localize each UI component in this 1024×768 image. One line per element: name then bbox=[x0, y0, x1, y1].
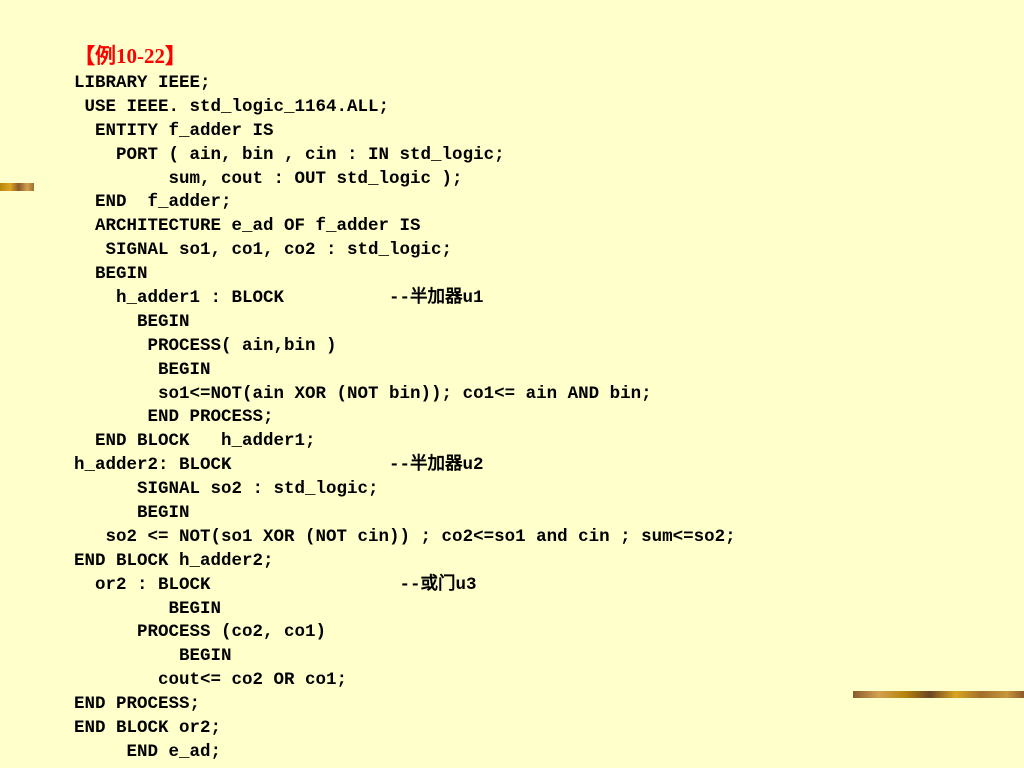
code-line: BEGIN bbox=[74, 598, 222, 619]
code-line: ENTITY f_adder IS bbox=[74, 120, 274, 141]
code-line: PORT ( ain, bin , cin : IN std_logic; bbox=[74, 144, 505, 165]
decorative-bar-left bbox=[0, 183, 34, 191]
code-line: END PROCESS; bbox=[74, 407, 274, 428]
code-block: LIBRARY IEEE; USE IEEE. std_logic_1164.A… bbox=[74, 72, 736, 765]
code-line: so2 <= NOT(so1 XOR (NOT cin)) ; co2<=so1… bbox=[74, 526, 736, 547]
code-line: sum, cout : OUT std_logic ); bbox=[74, 168, 463, 189]
code-line: LIBRARY IEEE; bbox=[74, 73, 211, 93]
code-line: END e_ad; bbox=[74, 741, 222, 762]
code-line: BEGIN bbox=[74, 359, 211, 380]
code-line: ARCHITECTURE e_ad OF f_adder IS bbox=[74, 216, 421, 237]
code-line: h_adder2: BLOCK --半加器u2 bbox=[74, 455, 484, 476]
code-line: BEGIN bbox=[74, 311, 190, 332]
code-line: USE IEEE. std_logic_1164.ALL; bbox=[74, 96, 390, 117]
code-line: h_adder1 : BLOCK --半加器u1 bbox=[74, 288, 484, 309]
code-line: PROCESS( ain,bin ) bbox=[74, 335, 337, 356]
code-line: END f_adder; bbox=[74, 192, 232, 213]
code-line: or2 : BLOCK --或门u3 bbox=[74, 574, 477, 595]
code-line: END BLOCK h_adder2; bbox=[74, 550, 274, 571]
code-line: PROCESS (co2, co1) bbox=[74, 622, 327, 643]
decorative-bar-right bbox=[853, 691, 1024, 698]
code-line: END BLOCK or2; bbox=[74, 718, 222, 739]
code-line: END BLOCK h_adder1; bbox=[74, 431, 316, 452]
code-line: so1<=NOT(ain XOR (NOT bin)); co1<= ain A… bbox=[74, 383, 652, 404]
code-line: SIGNAL so2 : std_logic; bbox=[74, 479, 379, 500]
slide-title: 【例10-22】 bbox=[74, 44, 186, 68]
code-line: BEGIN bbox=[74, 503, 190, 524]
code-line: BEGIN bbox=[74, 646, 232, 667]
code-line: cout<= co2 OR co1; bbox=[74, 670, 348, 691]
code-line: BEGIN bbox=[74, 264, 148, 285]
code-line: SIGNAL so1, co1, co2 : std_logic; bbox=[74, 240, 453, 261]
code-line: END PROCESS; bbox=[74, 694, 201, 715]
